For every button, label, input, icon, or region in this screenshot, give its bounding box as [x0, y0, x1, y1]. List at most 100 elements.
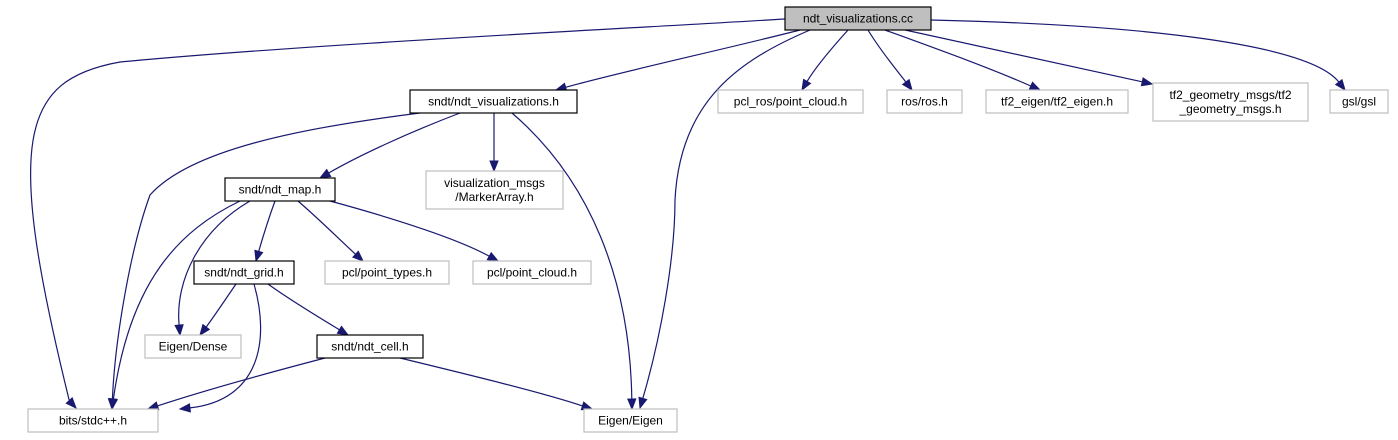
node-label: pcl/point_types.h: [342, 266, 432, 280]
edge-root-to-tf2_geo: [904, 29, 1154, 87]
node-box: [717, 89, 864, 114]
node-tf2_geo[interactable]: tf2_geometry_msgs/tf2_geometry_msgs.h: [1152, 82, 1309, 122]
edge-root-to-vis_h: [554, 29, 801, 92]
arrow-head: [901, 78, 913, 92]
edge-line: [205, 283, 237, 328]
node-root[interactable]: ndt_visualizations.cc: [784, 6, 932, 31]
node-label: tf2_eigen/tf2_eigen.h: [1001, 95, 1113, 109]
edge-cell_h-to-stdcpp: [146, 357, 326, 411]
node-label: bits/stdc++.h: [59, 414, 127, 428]
edge-line: [930, 19, 1340, 83]
node-box: [583, 408, 678, 433]
edge-grid_h-to-cell_h: [267, 283, 350, 336]
edge-line: [884, 29, 1032, 87]
edge-line: [329, 200, 490, 257]
arrow-head: [489, 160, 499, 173]
edge-line: [328, 112, 461, 174]
node-stdcpp[interactable]: bits/stdc++.h: [27, 408, 159, 433]
edge-line: [30, 18, 786, 401]
node-ros[interactable]: ros/ros.h: [886, 89, 963, 114]
node-box: [224, 177, 336, 202]
node-box: [1329, 89, 1389, 114]
node-label: sndt/ndt_visualizations.h: [428, 95, 559, 109]
node-grid_h[interactable]: sndt/ndt_grid.h: [193, 260, 295, 285]
edge-map_h-to-grid_h: [254, 200, 276, 263]
node-label: pcl/point_cloud.h: [487, 266, 577, 280]
node-vis_msgs[interactable]: visualization_msgs/MarkerArray.h: [425, 170, 564, 210]
edge-line: [111, 112, 421, 400]
edge-line: [297, 200, 357, 255]
node-label: tf2_geometry_msgs/tf2: [1169, 88, 1291, 102]
arrow-head: [174, 324, 184, 337]
node-label: pcl_ros/point_cloud.h: [734, 95, 847, 109]
arrow-head: [486, 251, 500, 262]
node-label: sndt/ndt_grid.h: [204, 266, 283, 280]
arrow-head: [254, 249, 264, 263]
node-label: _geometry_msgs.h: [1178, 102, 1281, 116]
node-box: [409, 89, 578, 114]
edges-layer: [30, 18, 1346, 413]
edge-root-to-gsl: [930, 19, 1346, 92]
edge-line: [806, 29, 849, 82]
edge-grid_h-to-stdcpp: [178, 283, 262, 413]
node-label: sndt/ndt_map.h: [239, 183, 322, 197]
node-box: [324, 260, 450, 285]
arrow-head: [1140, 77, 1154, 87]
arrow-head: [199, 323, 211, 337]
node-label: Eigen/Dense: [159, 340, 228, 354]
node-box: [472, 260, 592, 285]
arrow-head: [65, 397, 77, 409]
node-label: ros/ros.h: [901, 95, 948, 109]
arrow-head: [178, 403, 191, 413]
node-box: [144, 334, 242, 359]
node-eigen_eigen[interactable]: Eigen/Eigen: [583, 408, 678, 433]
node-map_h[interactable]: sndt/ndt_map.h: [224, 177, 336, 202]
node-gsl[interactable]: gsl/gsl: [1329, 89, 1389, 114]
node-pcl_cloud[interactable]: pcl/point_cloud.h: [472, 260, 592, 285]
node-pcl_types[interactable]: pcl/point_types.h: [324, 260, 450, 285]
node-vis_h[interactable]: sndt/ndt_visualizations.h: [409, 89, 578, 114]
node-label: Eigen/Eigen: [598, 414, 663, 428]
arrow-head: [801, 78, 812, 92]
edge-cell_h-to-eigen_eigen: [399, 357, 594, 411]
edge-map_h-to-stdcpp: [108, 200, 241, 411]
edge-root-to-eigen_eigen: [638, 29, 811, 410]
node-box: [784, 6, 932, 31]
node-label: /MarkerArray.h: [455, 190, 533, 204]
edge-vis_h-to-vis_msgs: [489, 113, 499, 173]
arrow-head: [352, 250, 364, 262]
edge-line: [399, 357, 583, 407]
arrow-head: [336, 325, 350, 336]
node-label: visualization_msgs: [444, 176, 545, 190]
edge-line: [157, 357, 326, 407]
edge-line: [867, 29, 907, 83]
node-label: gsl/gsl: [1342, 95, 1376, 109]
edge-map_h-to-eigen_dense: [174, 200, 251, 337]
edge-line: [267, 283, 340, 331]
node-label: ndt_visualizations.cc: [803, 12, 913, 26]
edge-root-to-pcl_ros: [801, 29, 849, 92]
edge-vis_h-to-eigen_eigen: [511, 112, 637, 411]
node-cell_h[interactable]: sndt/ndt_cell.h: [316, 334, 424, 359]
edge-line: [565, 29, 801, 88]
node-box: [1152, 82, 1309, 122]
edge-line: [178, 200, 251, 326]
node-pcl_ros[interactable]: pcl_ros/point_cloud.h: [717, 89, 864, 114]
edge-line: [904, 29, 1143, 83]
edge-map_h-to-pcl_types: [297, 200, 364, 262]
node-label: sndt/ndt_cell.h: [331, 340, 408, 354]
arrow-head: [627, 398, 637, 411]
edge-map_h-to-pcl_cloud: [329, 200, 500, 262]
arrow-head: [108, 397, 119, 411]
node-tf2_eigen[interactable]: tf2_eigen/tf2_eigen.h: [985, 89, 1129, 114]
node-eigen_dense[interactable]: Eigen/Dense: [144, 334, 242, 359]
node-box: [985, 89, 1129, 114]
edge-line: [189, 283, 262, 409]
edge-root-to-stdcpp: [30, 18, 786, 409]
node-box: [425, 170, 564, 210]
node-box: [27, 408, 159, 433]
edge-line: [112, 200, 241, 400]
edge-root-to-ros: [867, 29, 913, 92]
arrow-head: [1028, 81, 1042, 91]
